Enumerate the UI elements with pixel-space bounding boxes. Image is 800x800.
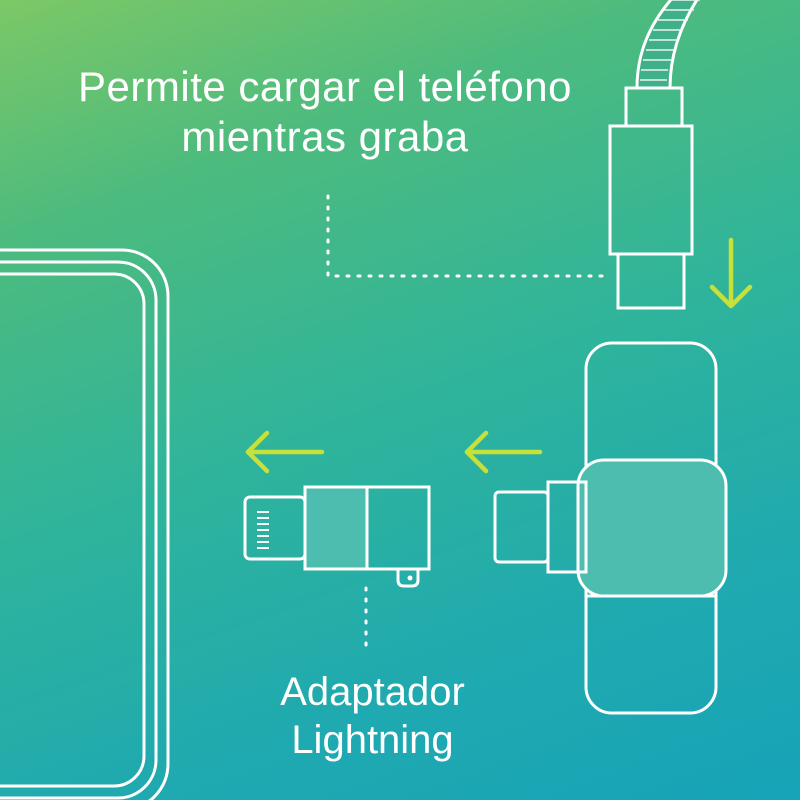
charge-label-line-1: Permite cargar el teléfono	[78, 63, 572, 110]
charge-label-line-2: mientras graba	[181, 113, 469, 161]
receiver-icon	[493, 341, 728, 715]
arrow-left-icon	[245, 430, 325, 474]
arrow-left-icon	[464, 430, 543, 474]
lightning-adapter-label: Adaptador Lightning	[250, 668, 495, 764]
usb-c-cable-icon	[608, 0, 700, 310]
charge-callout-line	[326, 194, 608, 278]
charge-while-recording-label: Permite cargar el teléfono mientras grab…	[70, 62, 580, 163]
lightning-adapter-icon	[243, 485, 431, 588]
adapter-label-line-2: Lightning	[291, 718, 454, 762]
arrow-down-icon	[709, 237, 753, 309]
adapter-label-line-1: Adaptador	[280, 670, 465, 714]
phone-outline-icon	[0, 248, 170, 800]
